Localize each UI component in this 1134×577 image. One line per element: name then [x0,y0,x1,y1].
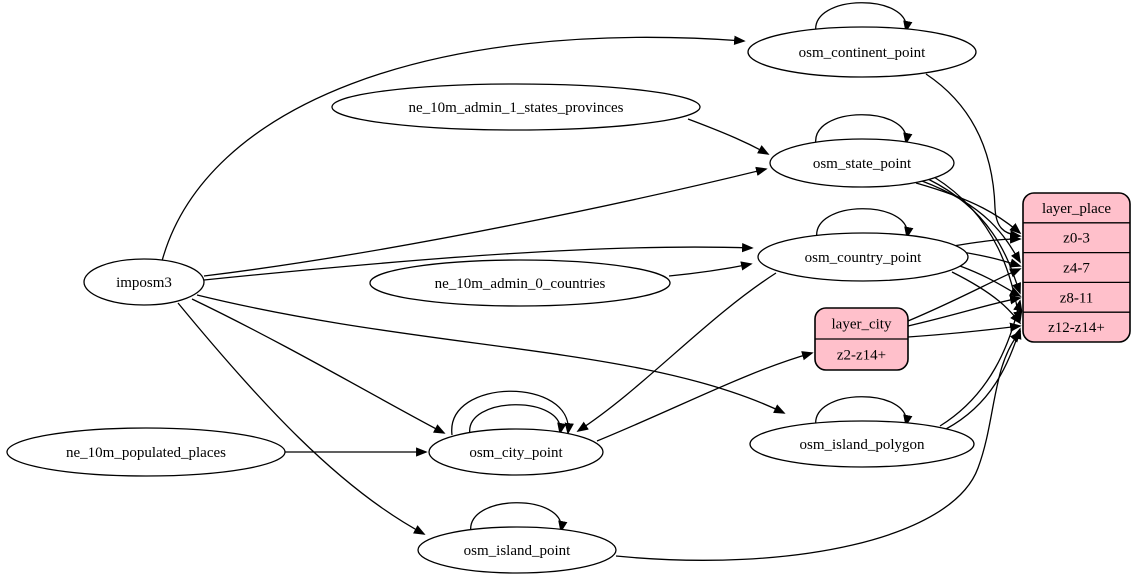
node-label-osm-state-point: osm_state_point [813,156,912,172]
record-box-layer-place [1022,192,1131,343]
node-ellipse-osm-island-polygon [749,420,975,468]
record-row-layer-city-z2-z14-: z2-z14+ [837,348,886,364]
node-ellipse-ne-10m-populated-places [6,427,286,477]
edge-imposm3-to-osm-island-point [177,302,426,535]
node-label-osm-city-point: osm_city_point [469,445,563,461]
self-loop-osm-island-point [470,502,568,534]
node-ne-10m-admin-0-countries: ne_10m_admin_0_countries [369,259,671,307]
edge-imposm3-to-osm-country-point [203,242,754,281]
edge-osm-country-point-to-layer-place-z8-11 [959,265,1022,297]
edge-layer-city-z2-z14--to-layer-place-z8-11 [907,295,1022,327]
self-loop-osm-country-point [816,208,914,240]
node-ellipse-osm-state-point [769,138,955,188]
record-row-layer-place-z12-z14-: z12-z14+ [1048,320,1105,336]
edge-ne-10m-admin-0-countries-to-osm-country-point [668,261,753,277]
edge-osm-country-point-to-layer-place-z0-3 [952,234,1022,247]
nodes-layer: imposm3 ne_10m_admin_1_states_provincesne… [6,2,1131,574]
node-osm-country-point: osm_country_point [757,208,969,282]
edge-imposm3-to-osm-city-point [191,298,446,434]
node-label-ne-10m-admin-1-states-provinces: ne_10m_admin_1_states_provinces [409,100,624,116]
edge-layer-city-z2-z14--to-layer-place-z4-7 [907,268,1022,322]
record-layer-place: layer_place z0-3 z4-7 z8-11 z12-z14+ [1022,192,1131,343]
edge-osm-island-point-to-layer-place-z12-z14- [615,330,1022,561]
edge-ne-10m-admin-1-states-provinces-to-osm-state-point [687,118,770,155]
node-label-imposm3: imposm3 [116,275,172,291]
self-loop-outer-osm-city-point [451,390,574,436]
node-imposm3: imposm3 [83,258,205,306]
node-label-osm-continent-point: osm_continent_point [799,45,926,61]
node-ellipse-imposm3 [83,258,205,306]
node-ellipse-osm-continent-point [747,26,977,78]
edges-layer [161,35,1023,561]
node-osm-island-polygon: osm_island_polygon [749,396,975,468]
node-ellipse-osm-island-point [417,526,617,574]
edge-layer-city-z2-z14--to-layer-place-z12-z14- [907,322,1022,338]
self-loop-osm-state-point [815,114,913,146]
record-row-layer-city-layer-city: layer_city [832,317,892,333]
self-loop-osm-island-polygon [815,396,913,428]
node-ellipse-osm-city-point [428,428,604,476]
node-osm-state-point: osm_state_point [769,114,955,188]
edge-imposm3-to-osm-continent-point [161,35,746,262]
edge-osm-state-point-to-layer-place-z0-3 [915,182,1022,235]
self-loop-osm-continent-point [815,2,913,34]
node-label-ne-10m-admin-0-countries: ne_10m_admin_0_countries [435,276,606,292]
edge-osm-island-polygon-to-layer-place-z8-11 [939,299,1023,427]
node-label-osm-island-point: osm_island_point [464,543,572,559]
edge-osm-continent-point-to-layer-place-z0-3 [925,73,1022,240]
node-label-osm-island-polygon: osm_island_polygon [799,437,925,453]
edge-osm-country-point-to-layer-place-z4-7 [961,251,1022,268]
edge-osm-state-point-to-layer-place-z4-7 [921,180,1021,264]
self-loop-osm-city-point [469,404,567,436]
record-row-layer-place-z0-3: z0-3 [1063,231,1090,247]
node-label-ne-10m-populated-places: ne_10m_populated_places [66,445,226,461]
edge-osm-country-point-to-layer-place-z12-z14- [951,271,1022,325]
edge-imposm3-to-osm-state-point [203,166,768,277]
node-ellipse-ne-10m-admin-1-states-provinces [331,83,701,131]
edge-osm-state-point-to-layer-place-z8-11 [927,178,1021,295]
node-ellipse-ne-10m-admin-0-countries [369,259,671,307]
edge-osm-city-point-to-layer-city-z2-z14- [596,351,814,442]
node-osm-island-point: osm_island_point [417,502,617,574]
record-row-layer-place-layer-place: layer_place [1042,201,1111,217]
node-ne-10m-populated-places: ne_10m_populated_places [6,427,286,477]
edge-osm-country-point-to-osm-city-point [576,272,777,432]
edge-imposm3-to-osm-island-polygon [196,294,786,414]
node-label-osm-country-point: osm_country_point [805,250,922,266]
record-layer-city: layer_city z2-z14+ [814,307,909,371]
record-row-layer-place-z8-11: z8-11 [1060,290,1094,306]
node-osm-continent-point: osm_continent_point [747,2,977,78]
record-row-layer-place-z4-7: z4-7 [1063,261,1090,277]
node-osm-city-point: osm_city_point [428,390,604,476]
node-ellipse-osm-country-point [757,232,969,282]
node-ne-10m-admin-1-states-provinces: ne_10m_admin_1_states_provinces [331,83,701,131]
